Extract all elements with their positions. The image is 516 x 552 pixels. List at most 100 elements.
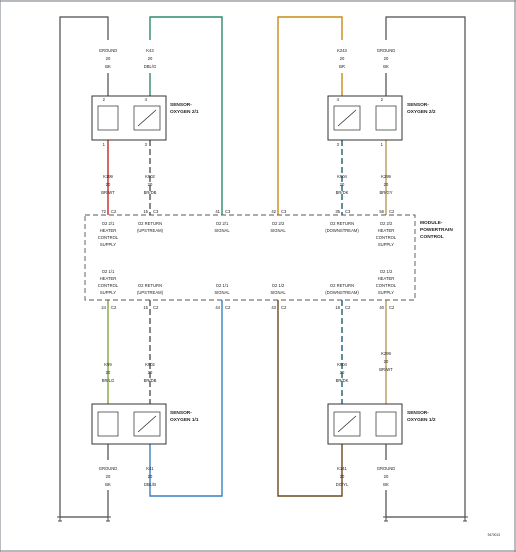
function-label: (DOWNSTREAM) (325, 228, 359, 233)
wire-label: BR/DK (336, 378, 349, 383)
pin-number: 2 (103, 97, 106, 102)
wire-label: GROUND (377, 466, 396, 471)
connector-id: C2 (111, 209, 117, 214)
pin-number: 4 (337, 97, 340, 102)
wire-label: BK (383, 64, 389, 69)
wire-label: 20 (106, 56, 111, 61)
connector-pin: 41 (215, 209, 220, 214)
connector-pin: 72 (101, 209, 106, 214)
function-label: SUPPLY (378, 290, 394, 295)
ground-symbols (57, 516, 468, 522)
wire-label: 20 (106, 370, 111, 375)
function-label: SUPPLY (100, 290, 116, 295)
sensor-1-2-label: SENSOR- (407, 410, 429, 416)
function-label: O2 2/2 (272, 221, 285, 226)
pin-number: 1 (103, 142, 106, 147)
ground-wire-right (385, 16, 466, 518)
sensor-2-1-label: OXYGEN 2/1 (170, 109, 199, 115)
function-label: O2 1/2 (272, 283, 285, 288)
wire-label: BK (105, 482, 111, 487)
function-label: (UPSTREAM) (137, 228, 164, 233)
ground-symbol-icon (57, 516, 63, 522)
sensor-1-1-label: OXYGEN 1/1 (170, 417, 199, 423)
sensor-oxygen-1-1 (91, 403, 167, 445)
sensor-pin-numbers: 2 4 4 2 1 3 3 1 (103, 97, 384, 147)
function-label: SIGNAL (270, 228, 286, 233)
wire-label: 20 (384, 182, 389, 187)
function-label: O2 1/1 (216, 283, 229, 288)
connector-pin: 35 (335, 209, 340, 214)
function-label: O2 2/2 (380, 221, 393, 226)
function-label: HEATER (100, 228, 117, 233)
lower-connector-pins: 24 C2 15 C2 44 C2 43 C2 18 C2 40 C2 (101, 305, 395, 310)
sensor-1-2-label: OXYGEN 1/2 (407, 417, 436, 423)
wire-label: DBL/G (144, 64, 157, 69)
function-label: O2 RETURN (138, 283, 162, 288)
wire-label: BK (383, 482, 389, 487)
connector-id: C2 (345, 305, 351, 310)
sensor-2-1-label: SENSOR- (170, 102, 192, 108)
svg-text:CONTROL: CONTROL (420, 234, 444, 240)
wire-label: 20 (340, 56, 345, 61)
wire-label: 20 (106, 182, 111, 187)
wire-label: BR/DB (144, 190, 157, 195)
function-label: O2 RETURN (138, 221, 162, 226)
sensor-1-1-label: SENSOR- (170, 410, 192, 416)
wire-label: BK (105, 64, 111, 69)
connector-pin: 15 (143, 209, 148, 214)
wire-label: DBL/B (144, 482, 156, 487)
upper-function-labels: O2 2/1 HEATER CONTROL SUPPLY O2 RETURN (… (98, 221, 397, 247)
figure-id: 9470013 (488, 533, 501, 537)
function-label: (UPSTREAM) (137, 290, 164, 295)
variable-resistor-icon (137, 415, 157, 433)
wire-label: 20 (384, 359, 389, 364)
function-label: CONTROL (98, 235, 119, 240)
sensor-oxygen-2-1 (91, 95, 167, 141)
sensor-2-2-label: OXYGEN 2/2 (407, 109, 436, 115)
connector-id: C2 (111, 305, 117, 310)
powertrain-module-box (84, 214, 416, 301)
wire-label: 20 (384, 474, 389, 479)
wire-label: K41 (146, 466, 154, 471)
bottom-wire-labels: GROUND 20 BK K41 20 DBL/B K141 20 DG/YL … (99, 466, 396, 487)
wire-label: 20 (340, 370, 345, 375)
upper-wire-labels: K199 20 BR/WT K902 20 BR/DB K904 20 BR/D… (101, 174, 392, 195)
function-label: O2 2/1 (216, 221, 229, 226)
pin-number: 2 (381, 97, 384, 102)
wire-label: GROUND (99, 48, 118, 53)
sensor-2-2-label: SENSOR- (407, 102, 429, 108)
connector-id: C3 (281, 209, 287, 214)
wire-label: K902 (145, 174, 155, 179)
connector-id: C2 (225, 305, 231, 310)
wire-label: K299 (381, 174, 391, 179)
wire-label: DG/YL (336, 482, 349, 487)
function-label: SIGNAL (270, 290, 286, 295)
wire-label: BR/DB (144, 378, 157, 383)
ground-wire-left (59, 16, 109, 518)
function-label: HEATER (378, 228, 395, 233)
lower-wire-labels: K99 20 BR/LG K902 20 BR/DB K904 20 BR/DK… (102, 351, 393, 383)
connector-pin: 43 (271, 305, 276, 310)
connector-id: C3 (153, 209, 159, 214)
wire-k43 (149, 16, 223, 215)
wire-k41 (149, 300, 223, 497)
wire-label: K99 (104, 362, 112, 367)
wire-label: 20 (148, 370, 153, 375)
pin-number: 3 (145, 142, 148, 147)
function-label: O2 RETURN (330, 283, 354, 288)
function-label: SIGNAL (214, 290, 230, 295)
connector-id: C2 (281, 305, 287, 310)
ground-symbol-icon (105, 516, 111, 522)
connector-pin: 24 (101, 305, 106, 310)
function-label: O2 2/1 (102, 221, 115, 226)
wire-label: BR/DK (336, 190, 349, 195)
wire-label: GROUND (99, 466, 118, 471)
connector-pin: 15 (143, 305, 148, 310)
wire-label: K43 (146, 48, 154, 53)
wire-label: K141 (337, 466, 347, 471)
pin-number: 4 (145, 97, 148, 102)
connector-pin: 40 (379, 305, 384, 310)
function-label: SUPPLY (100, 242, 116, 247)
wire-label: BR/GY (379, 190, 392, 195)
